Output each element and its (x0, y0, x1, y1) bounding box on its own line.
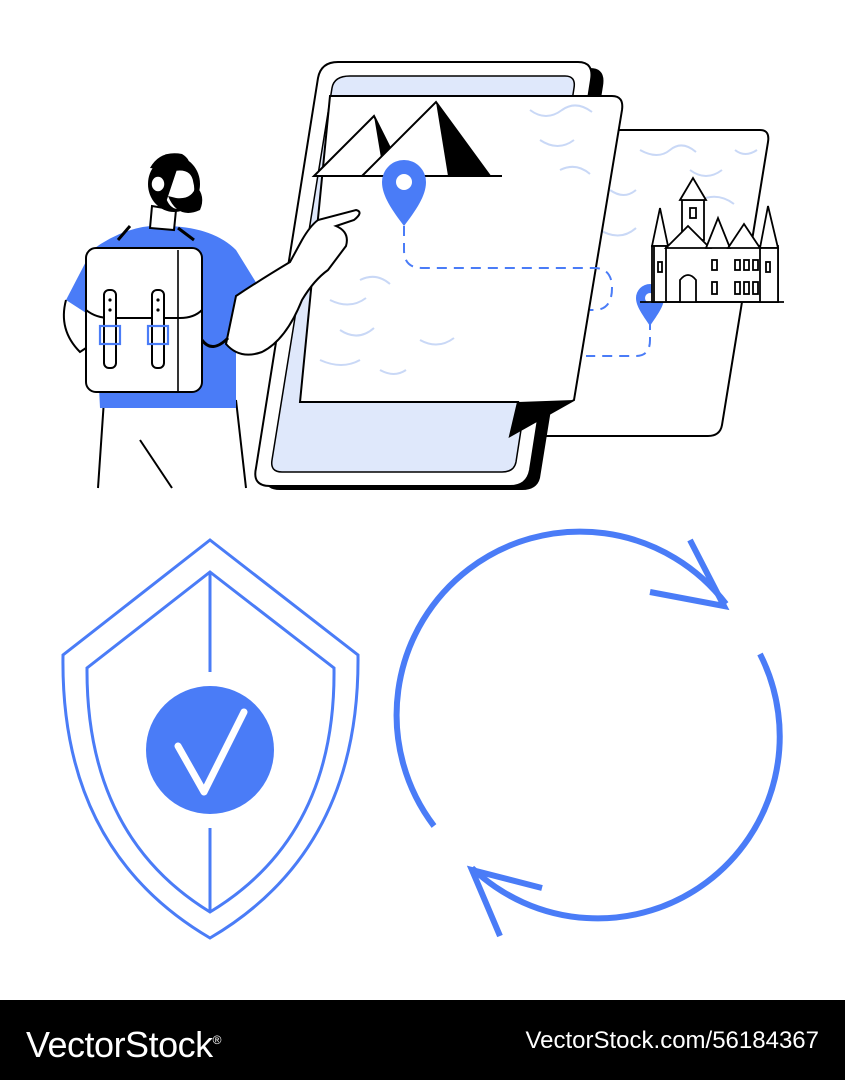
route (403, 226, 651, 357)
illustration (61, 61, 784, 940)
location-pin-icon (382, 160, 426, 226)
castle-icon (640, 176, 784, 303)
stock-id: VectorStock.com/56184367 (525, 1027, 819, 1054)
brand-logo: VectorStock® (26, 1018, 221, 1067)
map-page-front (298, 95, 624, 438)
watermark-footer: VectorStock® VectorStock.com/56184367 (0, 1000, 845, 1080)
registered-mark: ® (212, 1033, 222, 1047)
shield-check-icon (61, 538, 360, 940)
traveler (62, 153, 361, 489)
brand-name: VectorStock (26, 1024, 213, 1065)
refresh-arrows-icon (393, 528, 783, 938)
